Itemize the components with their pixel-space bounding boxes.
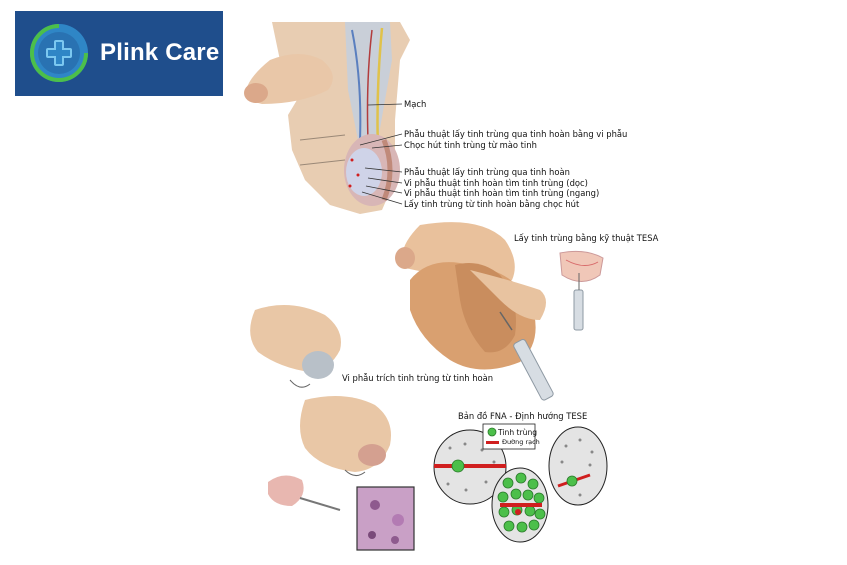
- label-mesa: Phẫu thuật lấy tinh trùng qua tinh hoàn …: [404, 129, 628, 139]
- brand-name: Plink Care: [100, 39, 220, 66]
- tesa-drawing: [395, 222, 604, 401]
- fna-map-title: Bản đồ FNA - Định hướng TESE: [458, 411, 588, 421]
- label-vi-ngang: Vi phẫu thuật tinh hoàn tìm tinh trùng (…: [404, 188, 600, 198]
- microtese-drawing: [250, 305, 415, 551]
- legend-incision: Đường rạch: [502, 438, 540, 446]
- legend-sperm: Tinh trùng: [498, 428, 538, 437]
- label-mach: Mạch: [404, 99, 427, 109]
- label-tese: Phẫu thuật lấy tinh trùng qua tinh hoàn: [404, 167, 570, 177]
- label-tesa: Lấy tinh trùng bằng kỹ thuật TESA: [514, 233, 659, 243]
- label-chochut: Lấy tinh trùng từ tinh hoàn bằng chọc hú…: [404, 199, 580, 209]
- label-pesa: Chọc hút tinh trùng từ mào tinh: [404, 140, 537, 150]
- label-microtese: Vi phẫu trích tinh trùng từ tinh hoàn: [342, 373, 494, 383]
- fna-map: [433, 423, 608, 543]
- label-vi-doc: Vi phẫu thuật tinh hoàn tìm tinh trùng (…: [404, 178, 588, 188]
- brand-logo: Plink Care: [15, 11, 223, 96]
- medical-cross-icon: [30, 24, 88, 82]
- anatomy-drawing: [244, 22, 410, 214]
